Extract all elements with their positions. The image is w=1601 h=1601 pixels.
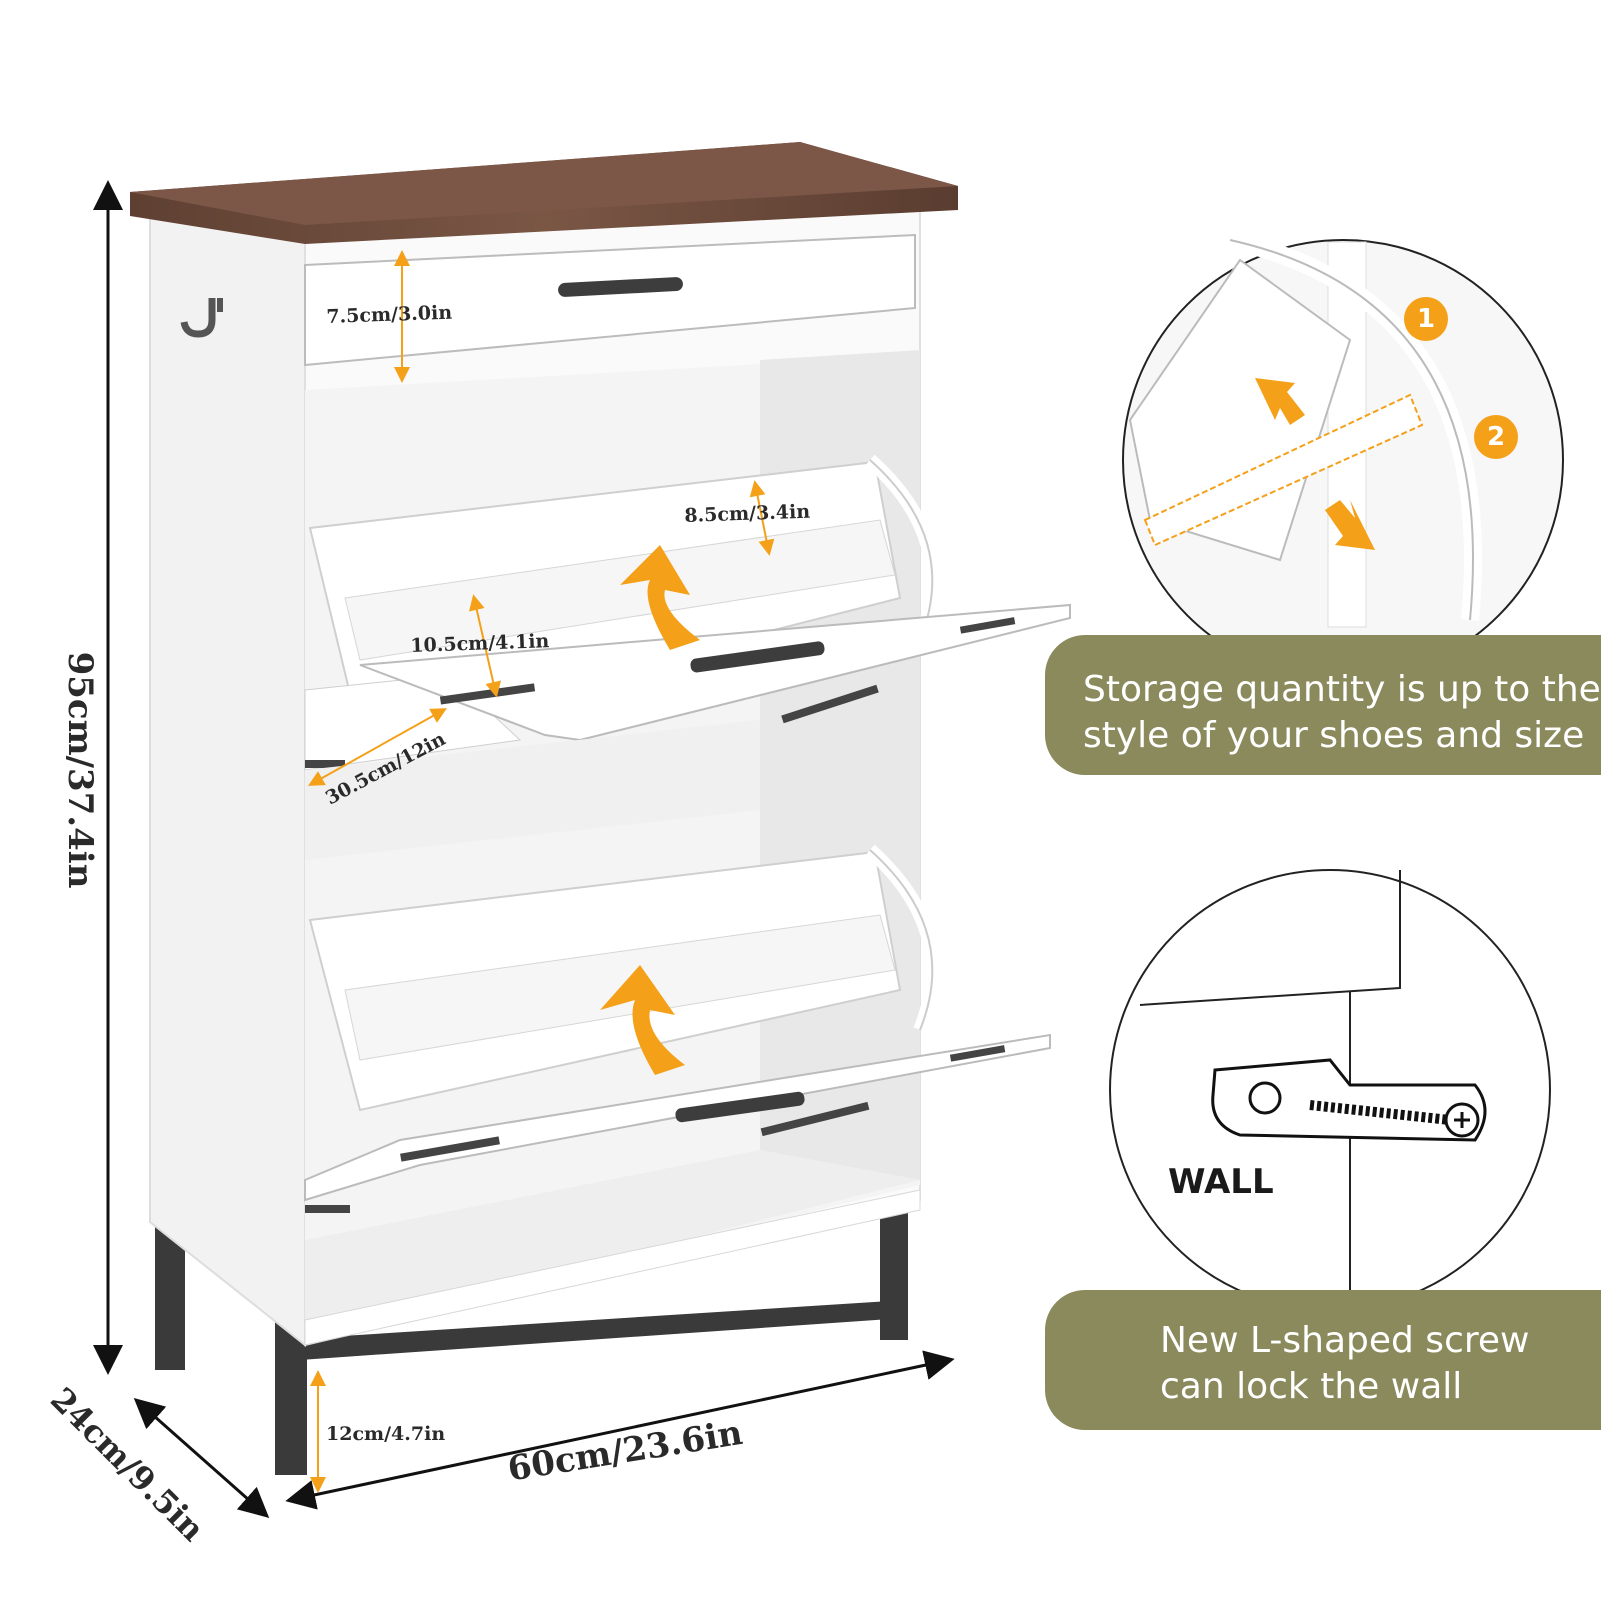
drawer-handle xyxy=(558,277,683,297)
flip-arrow-upper xyxy=(620,545,700,650)
detail-arrow-up xyxy=(1255,378,1305,425)
storage-banner-line-2: style of your shoes and size xyxy=(1083,715,1585,756)
depth-dimension-arrow xyxy=(133,1398,270,1518)
side-hook xyxy=(180,298,216,338)
height-dimension-label: 95cm/37.4in xyxy=(60,651,100,889)
compartment-depth-label: 8.5cm/3.4in xyxy=(684,500,811,527)
width-dimension-arrow xyxy=(285,1350,955,1510)
hinge-detail-circle xyxy=(1122,231,1564,681)
wall-label: WALL xyxy=(1168,1162,1274,1202)
storage-info-banner: Storage quantity is up to the style of y… xyxy=(1045,635,1601,775)
wall-screw-detail-circle xyxy=(1109,869,1551,1311)
screw-info-banner: New L-shaped screw can lock the wall xyxy=(1045,1290,1601,1430)
cabinet-side-panel xyxy=(149,216,306,1348)
step-badge-2: 2 xyxy=(1474,415,1518,459)
leg-height-label: 12cm/4.7in xyxy=(326,1423,446,1445)
screw-banner-line-1: New L-shaped screw xyxy=(1160,1320,1530,1361)
screw-banner-line-2: can lock the wall xyxy=(1160,1366,1463,1407)
storage-banner-line-1: Storage quantity is up to the xyxy=(1083,669,1601,710)
drawer-front xyxy=(304,233,916,367)
drawer-height-label: 7.5cm/3.0in xyxy=(326,301,453,328)
step-badge-1: 1 xyxy=(1404,297,1448,341)
detail-arrow-down xyxy=(1325,500,1375,550)
flip-arrow-lower xyxy=(600,965,685,1075)
